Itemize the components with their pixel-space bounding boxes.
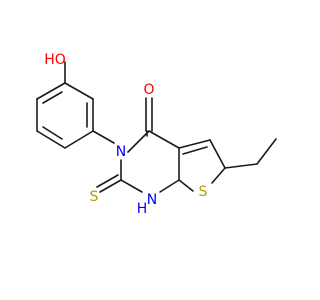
- molecule-canvas: HO O N N H S S: [36, 52, 277, 217]
- bond: [178, 139, 211, 149]
- bond: [42, 91, 63, 104]
- molecule-structure: HO O N N H S S: [36, 52, 277, 217]
- bond: [127, 130, 150, 153]
- hydroxyl-label: HO: [44, 52, 66, 68]
- bond: [224, 163, 258, 169]
- nh-hydrogen-label: H: [137, 201, 148, 217]
- bond: [178, 179, 194, 192]
- bond: [99, 179, 122, 193]
- bond: [211, 167, 226, 184]
- atom-labels: HO O N N H S S: [44, 52, 207, 217]
- bond: [92, 130, 115, 144]
- bond: [42, 126, 63, 140]
- bond: [159, 179, 180, 193]
- ring-nitrogen-label: N: [116, 144, 126, 160]
- bond: [256, 138, 277, 165]
- bond: [182, 146, 208, 155]
- carbonyl-oxygen-label: O: [143, 82, 154, 98]
- bond: [96, 174, 119, 188]
- bond: [36, 82, 66, 100]
- thiophene-sulfur-label: S: [199, 184, 208, 200]
- bond: [120, 179, 143, 193]
- bond: [36, 130, 66, 149]
- bond: [209, 139, 226, 169]
- thione-sulfur-label: S: [90, 189, 99, 205]
- bond: [64, 130, 94, 149]
- bond: [64, 82, 94, 100]
- nh-nitrogen-label: N: [147, 192, 157, 208]
- bond: [148, 130, 180, 149]
- bonds: [36, 61, 277, 193]
